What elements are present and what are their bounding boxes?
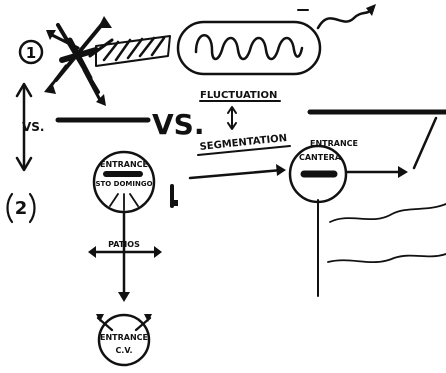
hatched-connector-band: [96, 36, 170, 66]
number-2-marker: 2: [8, 194, 35, 222]
radiating-arrows-cluster: [44, 16, 112, 106]
fluctuation-segmentation-arrow: [228, 107, 236, 129]
entrance-cantera-label-2: CANTERA: [299, 153, 342, 162]
entrance-cv-label-1: ENTRANCE: [100, 333, 148, 342]
entrance-cantera-label-1: ENTRANCE: [310, 139, 358, 148]
number-1-marker: 1: [20, 41, 42, 63]
number-1-label: 1: [26, 44, 36, 62]
diagonal-line-right: [414, 118, 436, 168]
arrow-to-right-edge: [346, 166, 408, 178]
arrow-to-cantera: [190, 164, 286, 178]
entrance-cv-label-2: C.V.: [115, 346, 132, 355]
entrance-santo-domingo-label-2: STO DOMINGO: [95, 180, 152, 188]
vs-big-label: VS.: [152, 108, 204, 141]
entrance-santo-domingo-node: ENTRANCE STO DOMINGO: [94, 152, 178, 212]
entrance-cv-node: ENTRANCE C.V.: [96, 314, 152, 365]
patios-label: PATIOS: [108, 240, 140, 249]
number-2-label: 2: [15, 198, 28, 219]
vs-small-label: VS.: [22, 120, 45, 134]
patios-crossing: PATIOS: [88, 212, 162, 302]
wave-arrow-top-right: [318, 4, 376, 28]
coil-capsule: [178, 22, 320, 74]
entrance-santo-domingo-label-1: ENTRANCE: [100, 160, 148, 169]
wavy-lines-right: [328, 204, 446, 262]
fluctuation-label: FLUCTUATION: [200, 90, 277, 101]
